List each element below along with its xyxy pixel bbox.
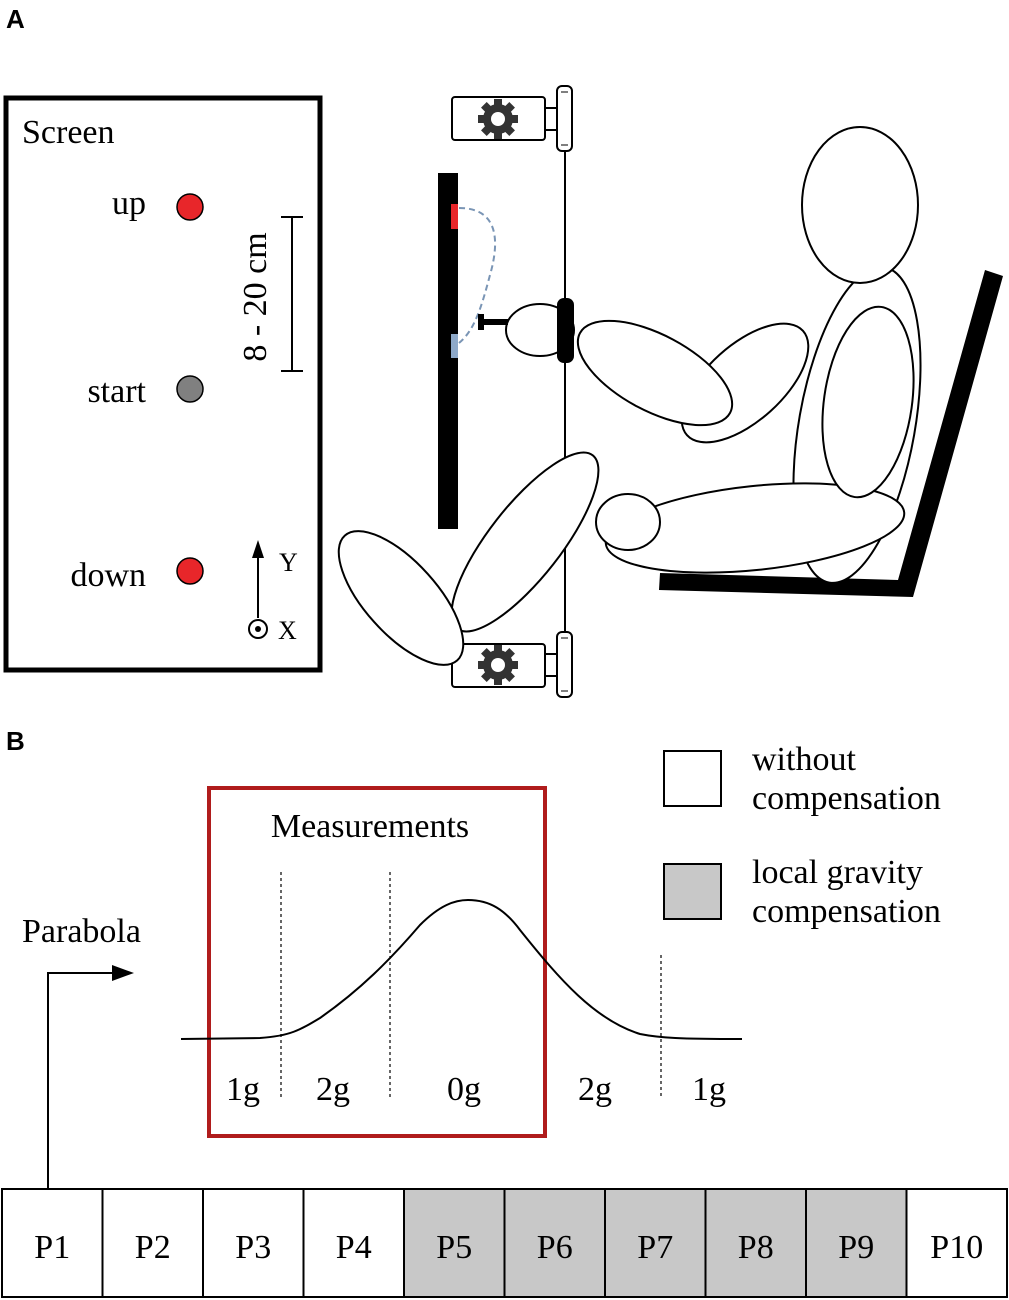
parabola-cell — [403, 1188, 506, 1298]
head — [801, 126, 919, 284]
phase-label: 1g — [692, 1071, 726, 1108]
screen-panel-side — [438, 173, 458, 529]
screen-start-marker — [451, 334, 458, 358]
gear-icon — [478, 645, 518, 685]
phase-label: 2g — [316, 1071, 350, 1108]
seat — [659, 270, 1003, 597]
legend-swatch-without — [663, 750, 722, 807]
parabola-cell — [1, 1188, 104, 1298]
axis-y-label: Y — [279, 548, 298, 577]
parabola-cell — [905, 1188, 1008, 1298]
legend-without-line1: without — [752, 741, 856, 778]
pointing-trajectory — [458, 207, 496, 344]
parabola-cell-label: P1 — [34, 1229, 70, 1266]
parabola-cell-label: P7 — [637, 1229, 673, 1266]
legend-compensated-line1: local gravity — [752, 854, 923, 891]
parabola-cell-label: P8 — [738, 1229, 774, 1266]
parabola-cell-label: P10 — [930, 1229, 983, 1266]
parabola-cell — [704, 1188, 807, 1298]
target-start-label: start — [87, 373, 146, 410]
screen-title: Screen — [22, 114, 115, 151]
phase-dividers — [280, 872, 662, 1098]
axes-indicator — [248, 540, 268, 639]
target-up-label: up — [112, 185, 146, 222]
parabola-cell-label: P6 — [537, 1229, 573, 1266]
phase-label: 0g — [447, 1071, 481, 1108]
parabola-label: Parabola — [22, 913, 141, 950]
flight-profile-curve — [180, 898, 743, 1040]
legend-swatch-compensated — [663, 863, 722, 920]
parabola-cell — [604, 1188, 707, 1298]
parabola-cell-label: P2 — [135, 1229, 171, 1266]
parabola-sequence: P1 P2 P3 P4 P5 P6 P7 P8 P9 P10 — [1, 1188, 1008, 1298]
screen-box — [3, 95, 323, 673]
legend-without-line2: compensation — [752, 780, 941, 817]
phase-label: 1g — [226, 1071, 260, 1108]
screen-up-target-marker — [451, 204, 458, 229]
measurements-label: Measurements — [271, 808, 469, 845]
parabola-cell-label: P9 — [838, 1229, 874, 1266]
parabola-cell-label: P5 — [436, 1229, 472, 1266]
distance-scale — [281, 216, 303, 372]
panel-a-label: A — [6, 4, 25, 34]
phase-label: 2g — [578, 1071, 612, 1108]
manipulandum-handle — [557, 298, 574, 363]
panel-b-label: B — [6, 726, 25, 756]
measurements-box — [207, 786, 547, 1138]
parabola-cell-label: P4 — [336, 1229, 372, 1266]
parabola-arrow — [47, 965, 134, 1189]
axis-x-label: X — [278, 616, 297, 645]
legend-compensated-line2: compensation — [752, 893, 941, 930]
parabola-cell-label: P3 — [235, 1229, 271, 1266]
target-start-dot — [176, 375, 204, 403]
gear-icon — [478, 99, 518, 139]
distance-label: 8 - 20 cm — [237, 232, 274, 361]
target-up-dot — [176, 193, 204, 221]
parabola-cell — [101, 1188, 204, 1298]
seated-subject — [337, 126, 922, 666]
pointer-tip — [478, 314, 484, 330]
target-down-dot — [176, 557, 204, 585]
target-down-label: down — [70, 557, 146, 594]
